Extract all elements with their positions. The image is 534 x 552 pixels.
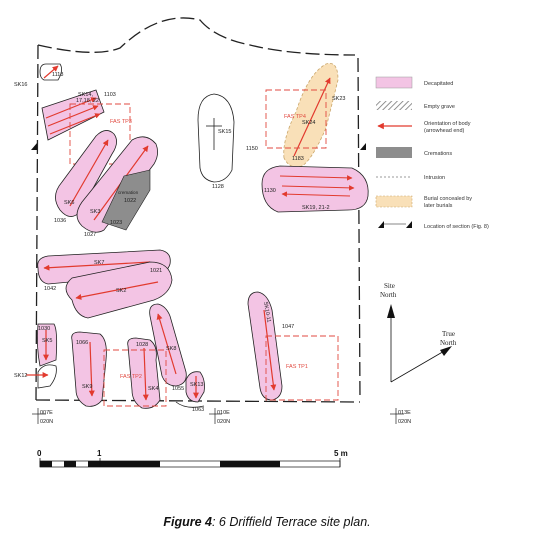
label-sk23: SK23 — [332, 96, 345, 102]
true-north-label-2: North — [440, 339, 457, 347]
label-1055: 1055 — [172, 386, 184, 392]
legend: Decapitated Empty grave Orientation of b… — [375, 76, 489, 230]
label-sk9: SK9 — [82, 384, 92, 390]
label-sk6: SK6 — [64, 200, 74, 206]
grid-020n-b: 020N — [217, 419, 230, 425]
feature-1063 — [175, 401, 205, 408]
grid-007e: 007E — [40, 410, 53, 416]
label-1036: 1036 — [54, 218, 66, 224]
legend-label-section: Location of section (Fig. 8) — [424, 224, 489, 230]
label-sk13: SK13 — [190, 382, 203, 388]
label-1047: 1047 — [282, 324, 294, 330]
grave-sk15 — [197, 93, 235, 183]
legend-label-cremations: Cremations — [424, 151, 452, 157]
grave-sk6 — [55, 130, 117, 217]
grave-sk16 — [39, 63, 62, 81]
feature-labels: SK16 1118 SK14, 17,18, 22 1103 FAS TP3 S… — [14, 72, 411, 425]
grave-sk19 — [261, 165, 369, 213]
label-sk5: SK5 — [42, 338, 52, 344]
label-sk2: SK2 — [116, 288, 126, 294]
label-1027: 1027 — [84, 232, 96, 238]
label-1030: 1030 — [38, 326, 50, 332]
site-north-arrow-icon — [387, 304, 395, 318]
scale-label-5m: 5 m — [334, 449, 348, 458]
legend-label-burial-2: later burials — [424, 203, 453, 209]
caption-figure-number: Figure 4 — [163, 515, 212, 529]
label-1066: 1066 — [76, 340, 88, 346]
label-sk24: SK24 — [302, 120, 315, 126]
label-1021: 1021 — [150, 268, 162, 274]
label-sk4: SK4 — [148, 386, 158, 392]
grave-sk8 — [149, 303, 187, 387]
label-1042: 1042 — [44, 286, 56, 292]
grid-013e: 013E — [398, 410, 411, 416]
label-1128: 1128 — [212, 184, 224, 190]
site-north-label-1: Site — [384, 282, 395, 290]
label-sk8: SK8 — [166, 346, 176, 352]
trench-fas-tp4 — [265, 89, 327, 149]
trench-fas-tp2 — [103, 349, 167, 407]
legend-label-orientation-1: Orientation of body — [424, 121, 471, 127]
label-1022: 1022 — [124, 198, 136, 204]
grave-sk5 — [36, 323, 58, 367]
label-sk14b: 17,18, 22 — [76, 98, 99, 104]
label-1150: 1150 — [246, 146, 258, 152]
label-cremation: cremation — [118, 190, 139, 195]
grid-marks — [32, 408, 404, 424]
label-1103: 1103 — [104, 92, 116, 98]
grave-sk4 — [127, 337, 161, 409]
section-marker-right — [360, 143, 366, 150]
legend-swatch-empty-grave — [376, 101, 412, 110]
legend-label-intrusion: Intrusion — [424, 175, 445, 181]
legend-label-empty-grave: Empty grave — [424, 104, 455, 110]
grave-sk9 — [71, 331, 107, 407]
label-1118: 1118 — [52, 72, 63, 78]
scale-label-0: 0 — [37, 449, 42, 458]
grave-sk13 — [185, 371, 205, 403]
label-sk7: SK7 — [94, 260, 104, 266]
legend-section-icon — [378, 221, 412, 228]
label-1028: 1028 — [136, 342, 148, 348]
label-sk15: SK15 — [218, 129, 231, 135]
true-north-label-1: True — [442, 330, 455, 338]
label-fas-tp2: FAS TP2 — [120, 374, 142, 380]
legend-label-orientation-2: (arrowhead end) — [424, 128, 465, 134]
grid-020n-a: 020N — [40, 419, 53, 425]
cremation-1022 — [101, 169, 151, 231]
site-boundary — [35, 17, 361, 403]
site-north-label-2: North — [380, 291, 397, 299]
legend-swatch-decapitated — [375, 76, 413, 89]
label-fas-tp3: FAS TP3 — [110, 119, 132, 125]
label-1130: 1130 — [264, 188, 276, 194]
grid-020n-c: 020N — [398, 419, 411, 425]
grave-sk2 — [65, 261, 173, 319]
grave-sk12 — [26, 364, 57, 389]
label-sk10-11: SK10-11 — [262, 301, 272, 323]
label-sk12: SK12 — [14, 373, 27, 379]
legend-label-burial-1: Burial concealed by — [424, 196, 472, 202]
legend-swatch-cremations — [376, 147, 412, 158]
label-sk16: SK16 — [14, 82, 27, 88]
label-1183: 1183 — [292, 156, 304, 162]
label-sk14: SK14, — [78, 92, 93, 98]
label-fas-tp1: FAS TP1 — [286, 364, 308, 370]
figure-caption: Figure 4: 6 Driffield Terrace site plan. — [0, 515, 534, 529]
label-1063: 1063 — [192, 407, 204, 413]
legend-swatch-burial-concealed — [375, 195, 413, 208]
grave-sk14 — [41, 89, 105, 141]
scale-bar: 0 1 5 m — [37, 449, 348, 468]
label-sk19: SK19, 21-2 — [302, 205, 330, 211]
grid-010e: 010E — [217, 410, 230, 416]
trench-fas-tp1 — [265, 335, 339, 401]
section-marker-left — [31, 143, 37, 150]
label-sk3: SK3 — [90, 209, 100, 215]
label-fas-tp4: FAS TP4 — [284, 114, 306, 120]
legend-label-decapitated: Decapitated — [424, 81, 453, 87]
caption-text: : 6 Driffield Terrace site plan. — [211, 515, 371, 529]
true-north-arrow-icon — [440, 346, 452, 356]
scale-label-1: 1 — [97, 449, 102, 458]
label-1023: 1023 — [110, 220, 122, 226]
north-arrows: Site North True North — [380, 282, 457, 383]
